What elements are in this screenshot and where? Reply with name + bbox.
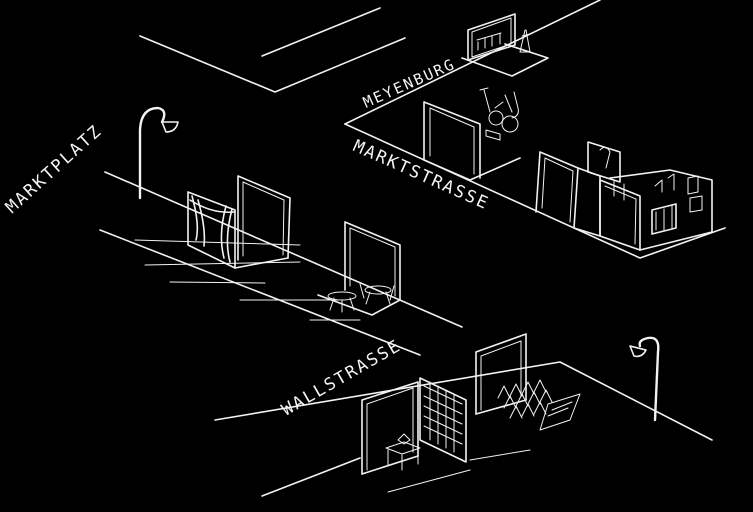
music-doorframe [423, 101, 521, 181]
audience-chairs-icon [497, 379, 581, 431]
label-meyenburg: MEYENBURG [360, 55, 458, 112]
bookshelf-wall [419, 377, 467, 463]
music-instruments-icon [479, 87, 519, 141]
meyenburg-window [461, 13, 549, 77]
cafe-doorframe [317, 221, 401, 316]
street-lamp-icon [138, 106, 179, 200]
lecture-doorframe [361, 381, 419, 475]
label-marktplatz: MARKTPLATZ [2, 121, 106, 218]
street-lamp-icon [629, 336, 660, 422]
label-marktstrasse: MARKTSTRASSE [350, 136, 492, 214]
open-doorframe [234, 175, 291, 269]
stage-curtain-icon [187, 191, 236, 269]
shop-building [535, 141, 713, 251]
lectern-icon [385, 433, 421, 471]
cafe-table-icon [327, 283, 395, 313]
label-wallstrasse: WALLSTRASSE [279, 336, 406, 421]
